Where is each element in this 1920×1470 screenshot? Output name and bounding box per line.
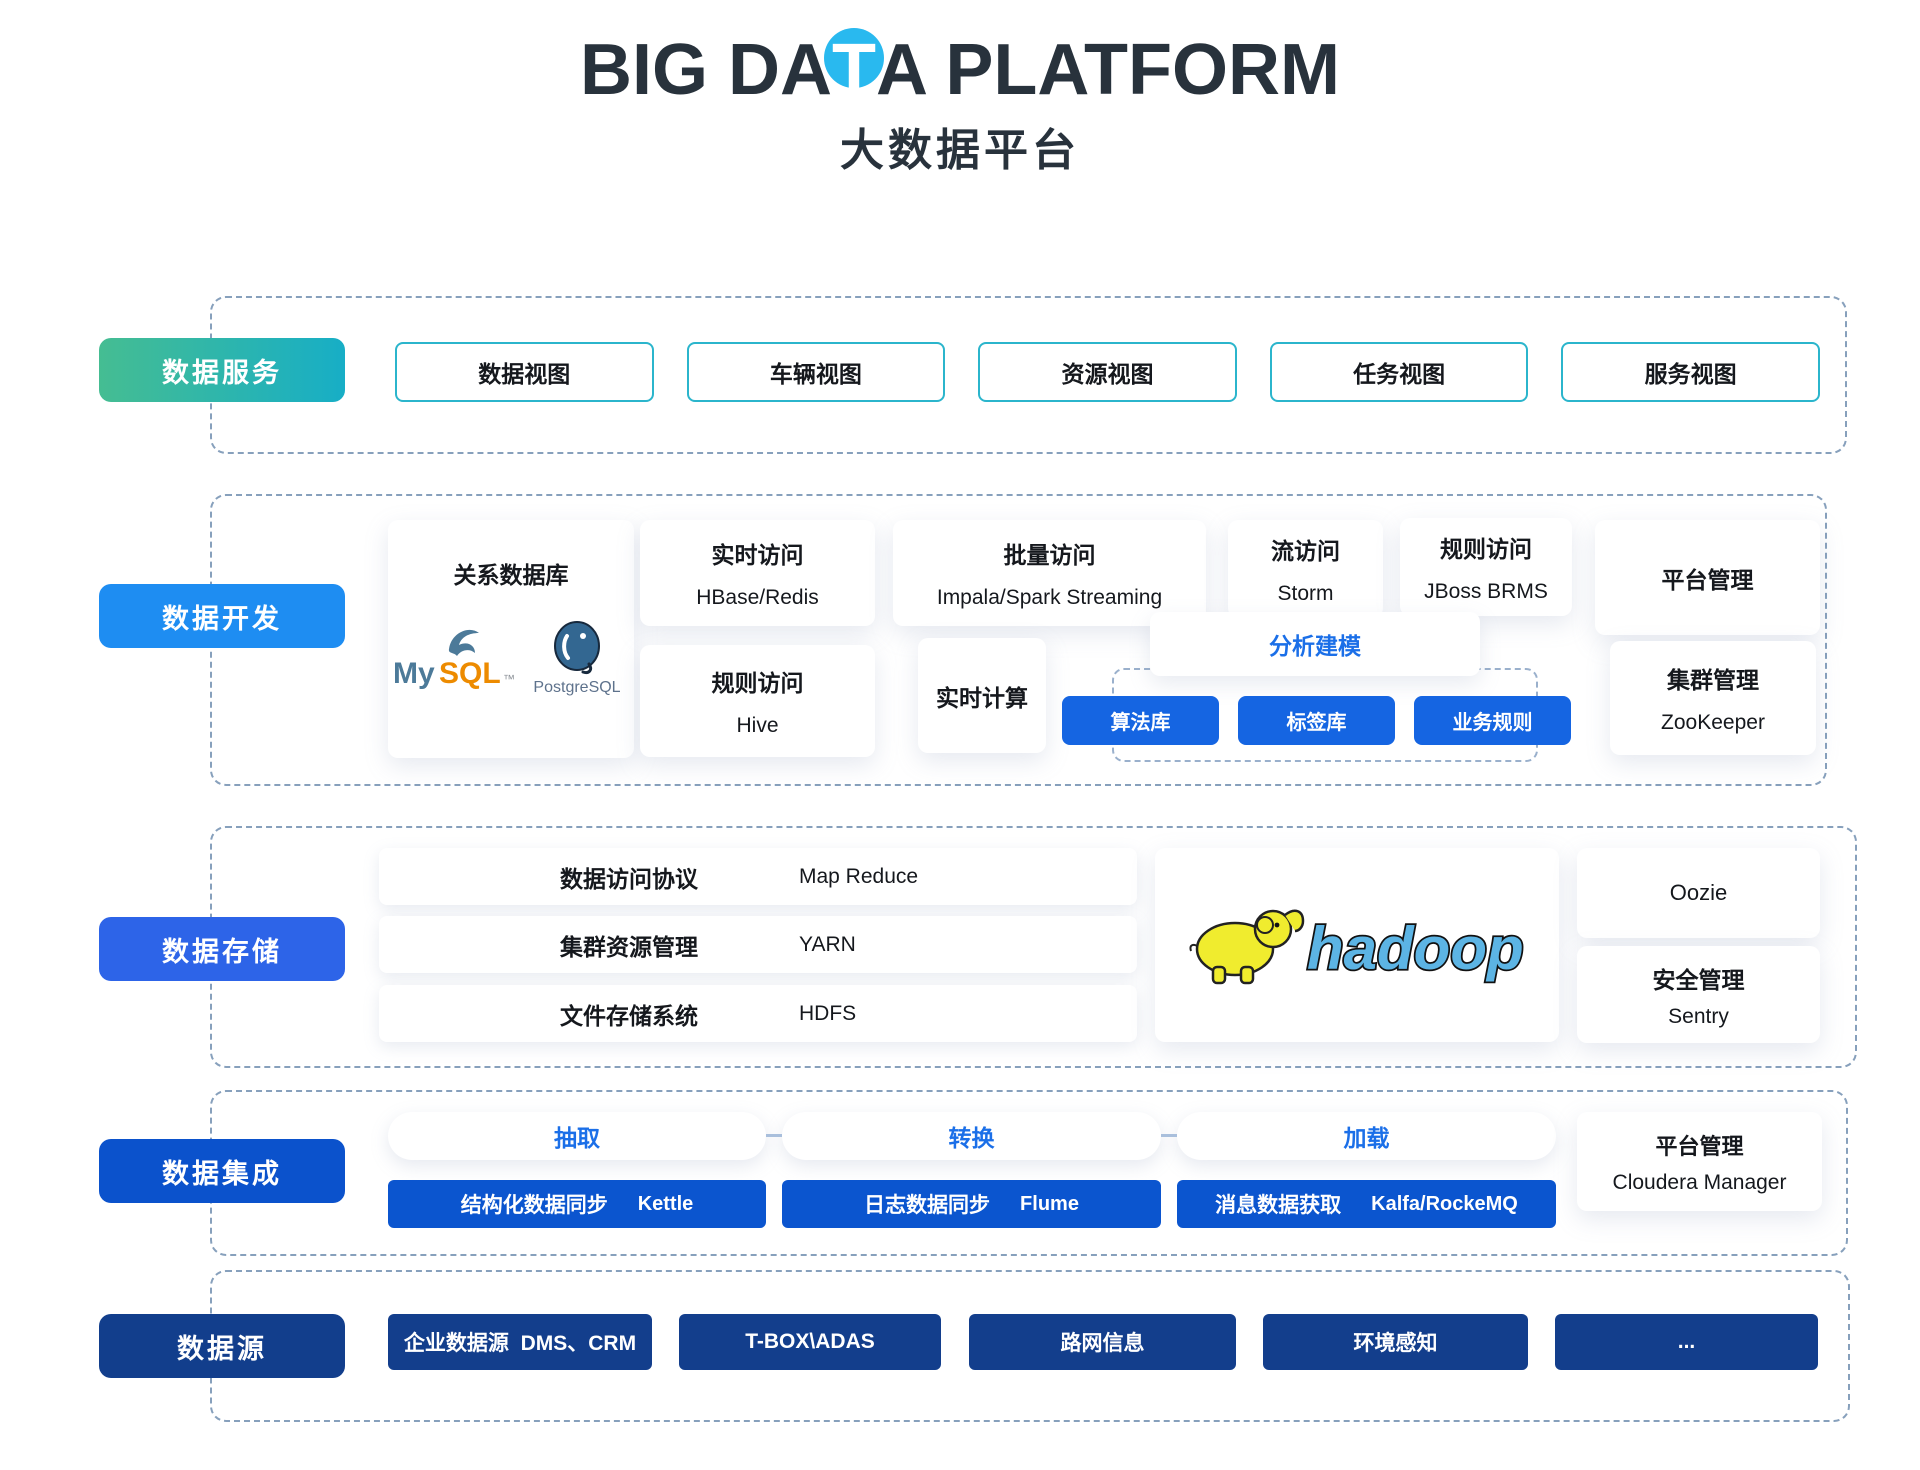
pill-connector <box>766 1134 782 1137</box>
view-box-task: 任务视图 <box>1269 342 1529 402</box>
hadoop-wordmark: hadoop <box>1307 915 1524 982</box>
card-zh-label: 规则访问 <box>1440 536 1532 562</box>
strip-zh-label: 文件存储系统 <box>560 1002 698 1029</box>
ibtn-zh-label: 消息数据获取 <box>1215 1194 1342 1217</box>
card-security-sentry: 安全管理 Sentry <box>1577 946 1820 1043</box>
postgresql-wordmark: PostgreSQL <box>533 679 620 696</box>
ibtn-zh-label: 结构化数据同步 <box>460 1194 608 1217</box>
storage-strip-mapreduce: 数据访问协议 Map Reduce <box>379 848 1137 905</box>
section-label-data-integration: 数据集成 <box>99 1139 345 1203</box>
source-button-more: ... <box>1555 1314 1818 1370</box>
source-button-enterprise: 企业数据源 DMS、CRM <box>388 1314 652 1370</box>
card-zh-label: 实时计算 <box>936 684 1028 711</box>
modeling-button-algorithm: 算法库 <box>1062 696 1219 745</box>
card-oozie: Oozie <box>1577 848 1820 938</box>
card-en-label: Impala/Spark Streaming <box>936 586 1163 609</box>
card-platform-mgmt: 平台管理 <box>1595 520 1820 635</box>
mysql-logo: My SQL ™ <box>393 629 515 690</box>
hadoop-logo: hadoop <box>1189 909 1525 985</box>
card-zh-label: 实时访问 <box>711 542 804 568</box>
modeling-title: 分析建模 <box>1150 612 1480 676</box>
card-rule-access-jboss: 规则访问 JBoss BRMS <box>1400 518 1572 616</box>
mysql-wordmark-sql: SQL <box>439 657 501 690</box>
mysql-dolphin-icon <box>448 629 479 656</box>
card-zh-label: 集群管理 <box>1667 667 1759 693</box>
postgresql-elephant-icon <box>554 621 600 671</box>
card-zh-label: 平台管理 <box>1655 1133 1744 1159</box>
strip-zh-label: 数据访问协议 <box>560 865 698 892</box>
card-en-label: Cloudera Manager <box>1612 1170 1787 1194</box>
pill-connector <box>1161 1134 1177 1137</box>
hadoop-elephant-icon <box>1195 921 1275 977</box>
postgresql-logo: PostgreSQL <box>533 621 621 696</box>
strip-en-label: Map Reduce <box>799 864 919 888</box>
modeling-button-business-rule: 业务规则 <box>1414 696 1571 745</box>
mysql-tm: ™ <box>503 672 515 686</box>
card-en-label: Oozie <box>1669 880 1728 905</box>
view-box-service: 服务视图 <box>1561 342 1820 402</box>
storage-strip-hdfs: 文件存储系统 HDFS <box>379 985 1137 1042</box>
logo-t-mark: T <box>824 28 885 106</box>
card-en-label: Hive <box>736 714 779 737</box>
card-relational-db: 关系数据库 My SQL ™ PostgreSQL <box>388 520 634 758</box>
ibtn-en-label: Flume <box>1020 1192 1079 1215</box>
card-batch-access: 批量访问 Impala/Spark Streaming <box>893 520 1206 626</box>
title-t-letter: T <box>832 30 877 110</box>
view-box-vehicle: 车辆视图 <box>686 342 946 402</box>
card-zh-label: 安全管理 <box>1652 966 1745 993</box>
source-button-environment: 环境感知 <box>1263 1314 1528 1370</box>
strip-en-label: YARN <box>799 932 856 956</box>
storage-strip-yarn: 集群资源管理 YARN <box>379 916 1137 973</box>
pill-extract: 抽取 <box>388 1112 766 1160</box>
page-subtitle: 大数据平台 <box>840 126 1080 175</box>
card-stream-access: 流访问 Storm <box>1228 520 1383 618</box>
card-zh-label: 规则访问 <box>711 670 804 696</box>
card-zh-label: 平台管理 <box>1661 566 1754 593</box>
card-en-label: HBase/Redis <box>696 586 819 609</box>
card-en-label: Storm <box>1277 582 1334 605</box>
ibtn-en-label: Kettle <box>637 1192 694 1215</box>
section-label-data-development: 数据开发 <box>99 584 345 648</box>
modeling-button-tag: 标签库 <box>1238 696 1395 745</box>
relational-db-title: 关系数据库 <box>453 562 569 588</box>
pill-transform: 转换 <box>782 1112 1161 1160</box>
db-logos: My SQL ™ PostgreSQL <box>391 620 631 698</box>
card-zh-label: 流访问 <box>1271 538 1340 564</box>
logo-circle-icon <box>824 28 885 88</box>
card-realtime-compute: 实时计算 <box>918 638 1046 753</box>
ibtn-en-label: Kalfa/RockeMQ <box>1371 1192 1518 1215</box>
strip-en-label: HDFS <box>799 1001 857 1025</box>
pill-load: 加载 <box>1177 1112 1556 1160</box>
card-zh-label: 批量访问 <box>1003 542 1096 568</box>
card-en-label: ZooKeeper <box>1661 711 1765 734</box>
card-rule-access-hive: 规则访问 Hive <box>640 645 875 757</box>
view-box-resource: 资源视图 <box>978 342 1237 402</box>
view-box-row: 数据视图 车辆视图 资源视图 任务视图 服务视图 <box>395 342 1820 402</box>
integration-button-kettle: 结构化数据同步 Kettle <box>388 1180 766 1228</box>
integration-button-flume: 日志数据同步 Flume <box>782 1180 1161 1228</box>
card-en-label: Sentry <box>1668 1004 1729 1028</box>
card-realtime-access: 实时访问 HBase/Redis <box>640 520 875 626</box>
card-cluster-mgmt: 集群管理 ZooKeeper <box>1610 641 1816 755</box>
source-button-tbox-adas: T-BOX\ADAS <box>679 1314 941 1370</box>
title-part1: BIG DA <box>580 30 833 110</box>
strip-zh-label: 集群资源管理 <box>560 933 698 960</box>
card-hadoop: hadoop <box>1155 848 1559 1042</box>
source-button-road-network: 路网信息 <box>969 1314 1236 1370</box>
view-box-data: 数据视图 <box>395 342 654 402</box>
ibtn-zh-label: 日志数据同步 <box>864 1194 991 1217</box>
section-label-data-source: 数据源 <box>99 1314 345 1378</box>
card-cloudera-manager: 平台管理 Cloudera Manager <box>1577 1112 1822 1211</box>
section-label-data-services: 数据服务 <box>99 338 345 402</box>
integration-button-kalfa: 消息数据获取 Kalfa/RockeMQ <box>1177 1180 1556 1228</box>
mysql-wordmark-my: My <box>393 657 435 690</box>
section-label-data-storage: 数据存储 <box>99 917 345 981</box>
title-part2: A PLATFORM <box>876 30 1340 110</box>
card-en-label: JBoss BRMS <box>1424 580 1548 603</box>
